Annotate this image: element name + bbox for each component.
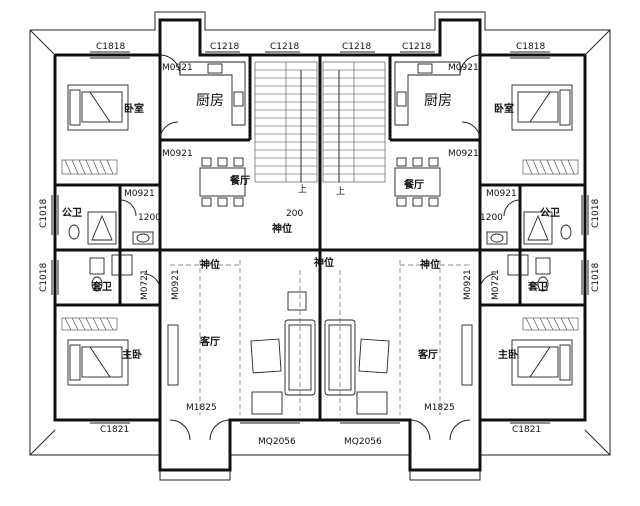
dining-set-left xyxy=(199,157,246,207)
door-code-master-left: M0921 xyxy=(171,269,181,300)
roof-outline xyxy=(29,11,611,481)
staircase-left xyxy=(254,61,318,183)
bed-master-left xyxy=(67,339,129,386)
window-code-top-left: C1818 xyxy=(96,42,125,52)
coffee-tables xyxy=(250,338,390,415)
bath-fixtures xyxy=(68,211,572,292)
door-code-master-right: M0921 xyxy=(463,269,473,300)
exterior-walls xyxy=(53,18,587,472)
room-ensuite-bath-left: 套卫 xyxy=(91,280,112,293)
door-swings xyxy=(119,54,521,441)
room-bedroom-left: 卧室 xyxy=(124,102,144,115)
interior-walls xyxy=(55,55,585,420)
room-public-bath-right: 公卫 xyxy=(540,207,560,219)
window-code-side-lower-right: C1018 xyxy=(591,263,601,292)
dashed-guides xyxy=(170,260,470,415)
tv-cabinets xyxy=(167,324,473,386)
door-code-bath-left: M0921 xyxy=(124,189,155,199)
room-ensuite-bath-right: 套卫 xyxy=(527,280,548,293)
room-public-bath-left: 公卫 xyxy=(62,207,82,219)
window-code-stair-right: C1218 xyxy=(342,42,371,52)
door-code-bath-right: M0921 xyxy=(486,189,517,199)
door-code-kitchen-left: M0921 xyxy=(162,149,193,159)
door-code-bedroom-left: M0921 xyxy=(162,63,193,73)
shrine-living-left: 神位 xyxy=(200,258,220,271)
stair-up-right: 上 xyxy=(336,186,345,197)
window-code-side-upper-right: C1018 xyxy=(591,199,601,228)
wardrobes xyxy=(61,159,579,331)
window-marks xyxy=(51,51,589,424)
door-code-entry-right: M1825 xyxy=(424,403,455,413)
window-code-bottom-left: C1821 xyxy=(100,425,129,435)
door-code-entry-left: M1825 xyxy=(186,403,217,413)
window-code-top-right: C1818 xyxy=(516,42,545,52)
shrine-stair-left: 神位 xyxy=(272,222,292,235)
sofas-center xyxy=(284,291,356,396)
room-kitchen-right: 厨房 xyxy=(424,93,452,109)
staircase-right xyxy=(322,61,386,183)
bed-master-right xyxy=(511,339,573,386)
room-living-left: 客厅 xyxy=(199,335,220,348)
bed-bedroom-left xyxy=(67,84,129,131)
stair-up-left: 上 xyxy=(298,184,307,195)
shrine-center: 神位 xyxy=(314,256,334,269)
window-code-kitchen-right: C1218 xyxy=(402,42,431,52)
window-code-stair-left: C1218 xyxy=(270,42,299,52)
room-dining-right: 餐厅 xyxy=(403,178,424,191)
room-bedroom-right: 卧室 xyxy=(494,102,514,115)
bed-bedroom-right xyxy=(511,84,573,131)
room-kitchen-left: 厨房 xyxy=(196,93,224,109)
dimension-shrine: 200 xyxy=(286,209,303,219)
room-living-right: 客厅 xyxy=(417,348,438,361)
dining-set-right xyxy=(394,157,441,207)
window-code-bottom-right: C1821 xyxy=(512,425,541,435)
door-code-bedroom-right: M0921 xyxy=(448,63,479,73)
door-code-ensuite-right: M0721 xyxy=(491,269,501,300)
room-dining-left: 餐厅 xyxy=(229,174,250,187)
dimension-bath-right: 1200 xyxy=(480,213,503,223)
room-master-left: 主卧 xyxy=(122,348,142,361)
door-code-sliding-left: MQ2056 xyxy=(258,437,296,447)
door-code-ensuite-left: M0721 xyxy=(140,269,150,300)
door-code-kitchen-right: M0921 xyxy=(448,149,479,159)
dimension-bath-left: 1200 xyxy=(138,213,161,223)
room-master-right: 主卧 xyxy=(498,348,518,361)
door-code-sliding-right: MQ2056 xyxy=(344,437,382,447)
window-code-side-lower-left: C1018 xyxy=(39,263,49,292)
window-code-side-upper-left: C1018 xyxy=(39,199,49,228)
shrine-living-right: 神位 xyxy=(420,258,440,271)
window-code-kitchen-left: C1218 xyxy=(210,42,239,52)
